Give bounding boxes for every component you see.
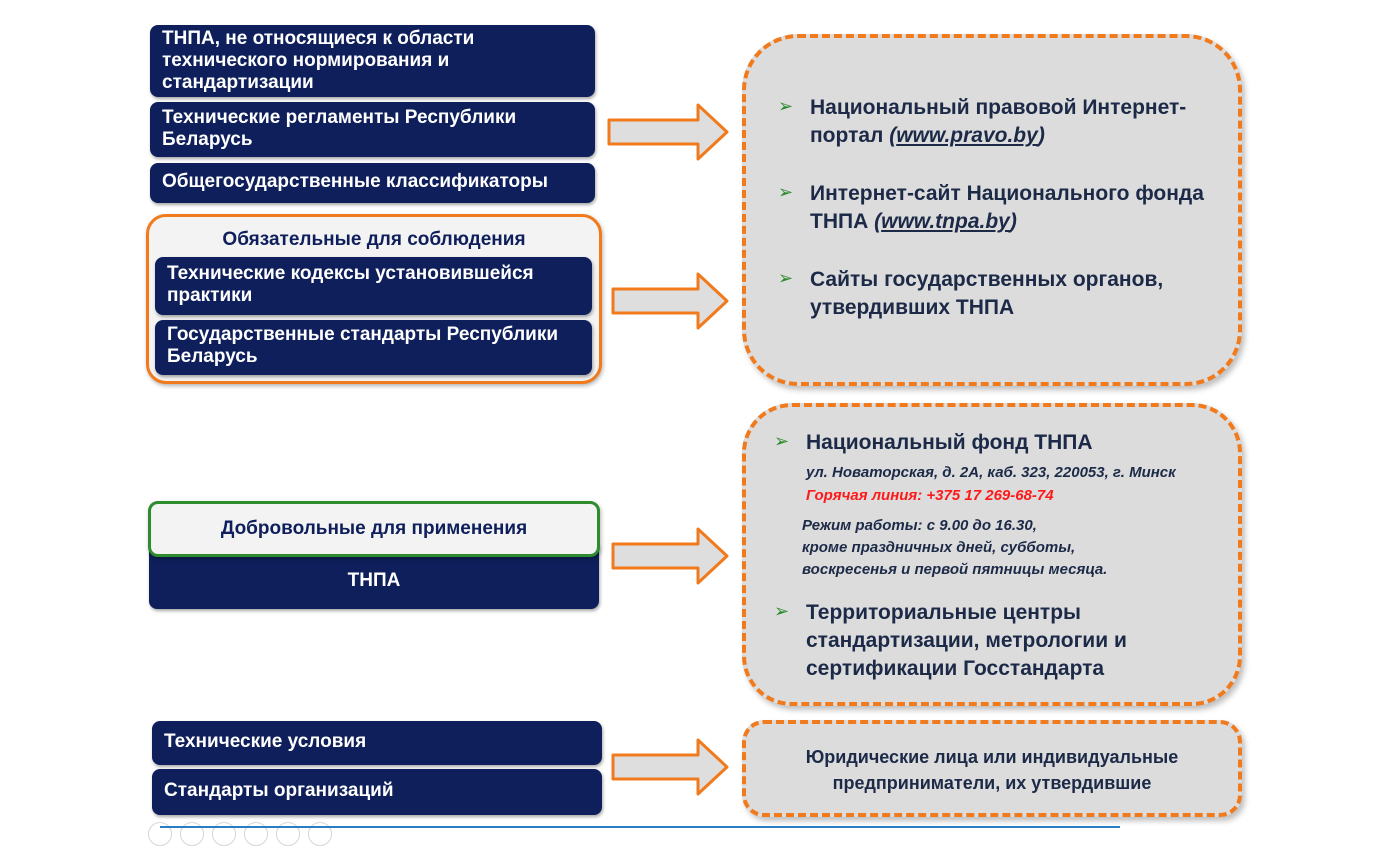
fund-box: ➢ Национальный фонд ТНПА ул. Новаторская… <box>742 403 1242 706</box>
state-standards-label: Государственные стандарты Республики Бел… <box>167 324 559 367</box>
tnpa-site-label: Интернет-сайт Национального фонда ТНПА <box>810 182 1204 233</box>
list-item: ➢ Интернет-сайт Национального фонда ТНПА… <box>778 182 1204 233</box>
classifiers-label: Общегосударственные классификаторы <box>162 171 548 192</box>
block-arrow-right-icon <box>611 738 729 796</box>
list-item: ➢ Сайты государственных органов, утверди… <box>778 266 1218 322</box>
state-standards-box: Государственные стандарты Республики Бел… <box>155 320 592 375</box>
chevron-right-icon: ➢ <box>774 601 790 621</box>
tnpa-link[interactable]: www.tnpa.by <box>881 210 1010 233</box>
voluntary-group: Добровольные для применения <box>148 501 600 557</box>
fund-address: ул. Новаторская, д. 2А, каб. 323, 220053… <box>806 464 1176 481</box>
tnpa-non-standard-label: ТНПА, не относящиеся к области техническ… <box>162 28 475 93</box>
fund-hours-line-3: воскресенья и первой пятницы месяца. <box>802 561 1108 578</box>
voluntary-group-title: Добровольные для применения <box>220 518 528 539</box>
chevron-right-icon: ➢ <box>778 182 794 202</box>
list-item: ➢ Территориальные центры стандартизации,… <box>774 599 1229 683</box>
block-arrow-right-icon <box>611 272 729 330</box>
classifiers-box: Общегосударственные классификаторы <box>150 163 595 203</box>
mandatory-group-title: Обязательные для соблюдения <box>222 229 526 250</box>
tech-conditions-label: Технические условия <box>164 731 367 752</box>
fund-list: ➢ Национальный фонд ТНПА ул. Новаторская… <box>774 429 1229 683</box>
chevron-right-icon: ➢ <box>774 431 790 451</box>
official-sources-box: ➢ Национальный правовой Интернет-портал … <box>742 34 1242 386</box>
tnpa-label: ТНПА <box>347 570 401 591</box>
tech-conditions-box: Технические условия <box>152 721 602 765</box>
fund-hotline[interactable]: Горячая линия: +375 17 269-68-74 <box>806 487 1054 504</box>
block-arrow-right-icon <box>607 103 729 161</box>
chevron-right-icon: ➢ <box>778 96 794 116</box>
tech-regulations-box: Технические регламенты Республики Белару… <box>150 102 595 157</box>
list-item: ➢ Национальный фонд ТНПА ул. Новаторская… <box>774 429 1229 581</box>
legal-entities-label: Юридические лица или индивидуальные пред… <box>805 747 1179 793</box>
pravo-link[interactable]: www.pravo.by <box>896 124 1038 147</box>
tnpa-non-standard-box: ТНПА, не относящиеся к области техническ… <box>150 25 595 97</box>
national-fund-title: Национальный фонд ТНПА <box>806 431 1093 454</box>
gov-sites-label: Сайты государственных органов, утвердивш… <box>810 268 1164 319</box>
legal-entities-box: Юридические лица или индивидуальные пред… <box>742 720 1242 817</box>
tech-codes-box: Технические кодексы установившейся практ… <box>155 257 592 315</box>
tech-codes-label: Технические кодексы установившейся практ… <box>167 263 534 306</box>
fund-hours-line-1: Режим работы: с 9.00 до 16.30, <box>802 517 1037 534</box>
org-standards-box: Стандарты организаций <box>152 769 602 815</box>
territorial-centers-label: Территориальные центры стандартизации, м… <box>806 601 1127 680</box>
official-sources-list: ➢ Национальный правовой Интернет-портал … <box>778 94 1218 322</box>
pravo-portal-label: Национальный правовой Интернет-портал <box>810 96 1187 147</box>
tech-regulations-label: Технические регламенты Республики Белару… <box>162 107 517 150</box>
org-standards-label: Стандарты организаций <box>164 780 394 801</box>
block-arrow-right-icon <box>611 527 729 585</box>
bottom-divider <box>160 826 1120 828</box>
list-item: ➢ Национальный правовой Интернет-портал … <box>778 96 1187 147</box>
chevron-right-icon: ➢ <box>778 268 794 288</box>
fund-hours-line-2: кроме праздничных дней, субботы, <box>802 539 1076 556</box>
